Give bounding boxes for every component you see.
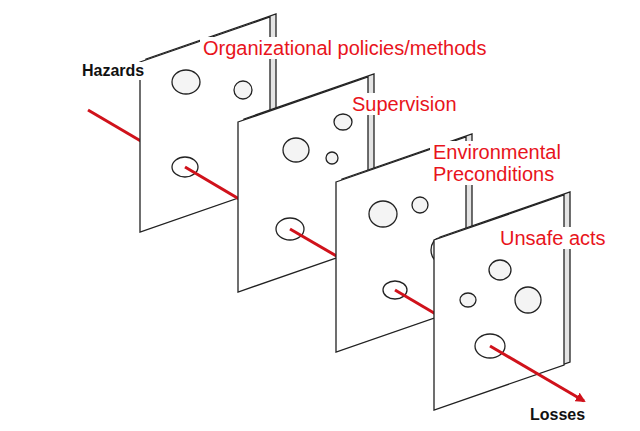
cheese-slice: Organizational policies/methods — [200, 37, 490, 59]
cheese-slice: Unsafe acts — [497, 227, 609, 249]
layer-label: Supervision — [349, 93, 460, 115]
cheese-slice: Supervision — [349, 93, 460, 115]
layer-label: Environmental Preconditions — [430, 141, 610, 185]
source-label: Hazards — [80, 62, 146, 80]
layer-label: Unsafe acts — [497, 227, 609, 249]
cheese-slice: Environmental Preconditions — [430, 141, 610, 185]
layer-label: Organizational policies/methods — [200, 37, 490, 59]
outcome-label: Losses — [528, 406, 587, 424]
